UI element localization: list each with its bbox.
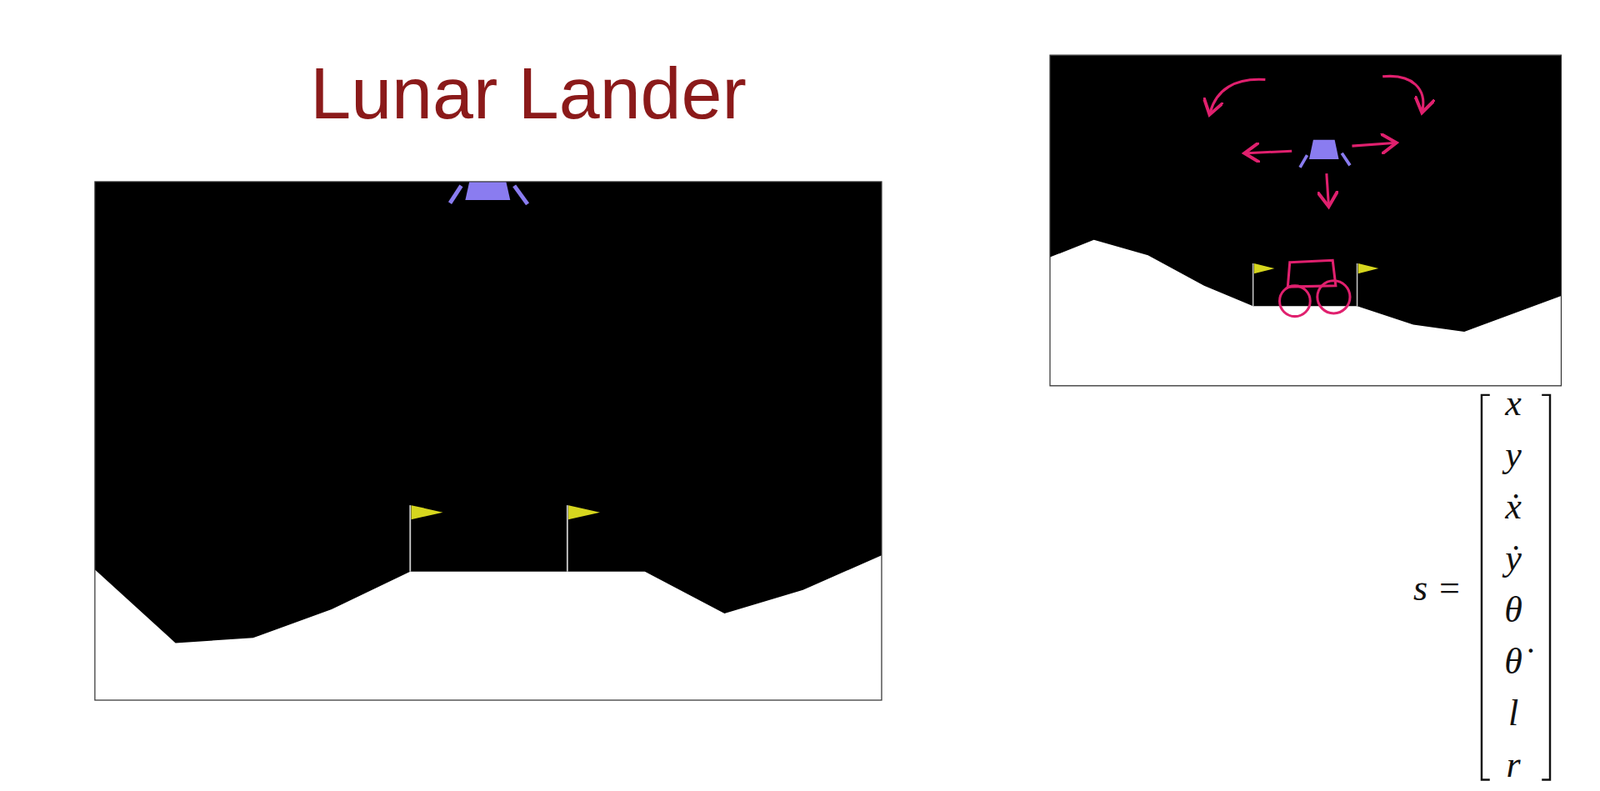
state-variable: ẋ — [1505, 488, 1522, 525]
game-panel — [95, 181, 882, 700]
state-symbol: s = — [1413, 570, 1462, 607]
annotated-panel — [1050, 55, 1561, 386]
state-variable: y — [1505, 436, 1522, 474]
slide-title: Lunar Lander — [310, 50, 747, 136]
state-variable: θ — [1504, 591, 1523, 629]
state-variable: θ̇ — [1504, 643, 1523, 680]
state-variable: l — [1508, 695, 1519, 732]
state-variable: r — [1505, 746, 1520, 784]
state-variable: x — [1505, 385, 1522, 422]
state-variable: ẏ — [1505, 540, 1522, 577]
